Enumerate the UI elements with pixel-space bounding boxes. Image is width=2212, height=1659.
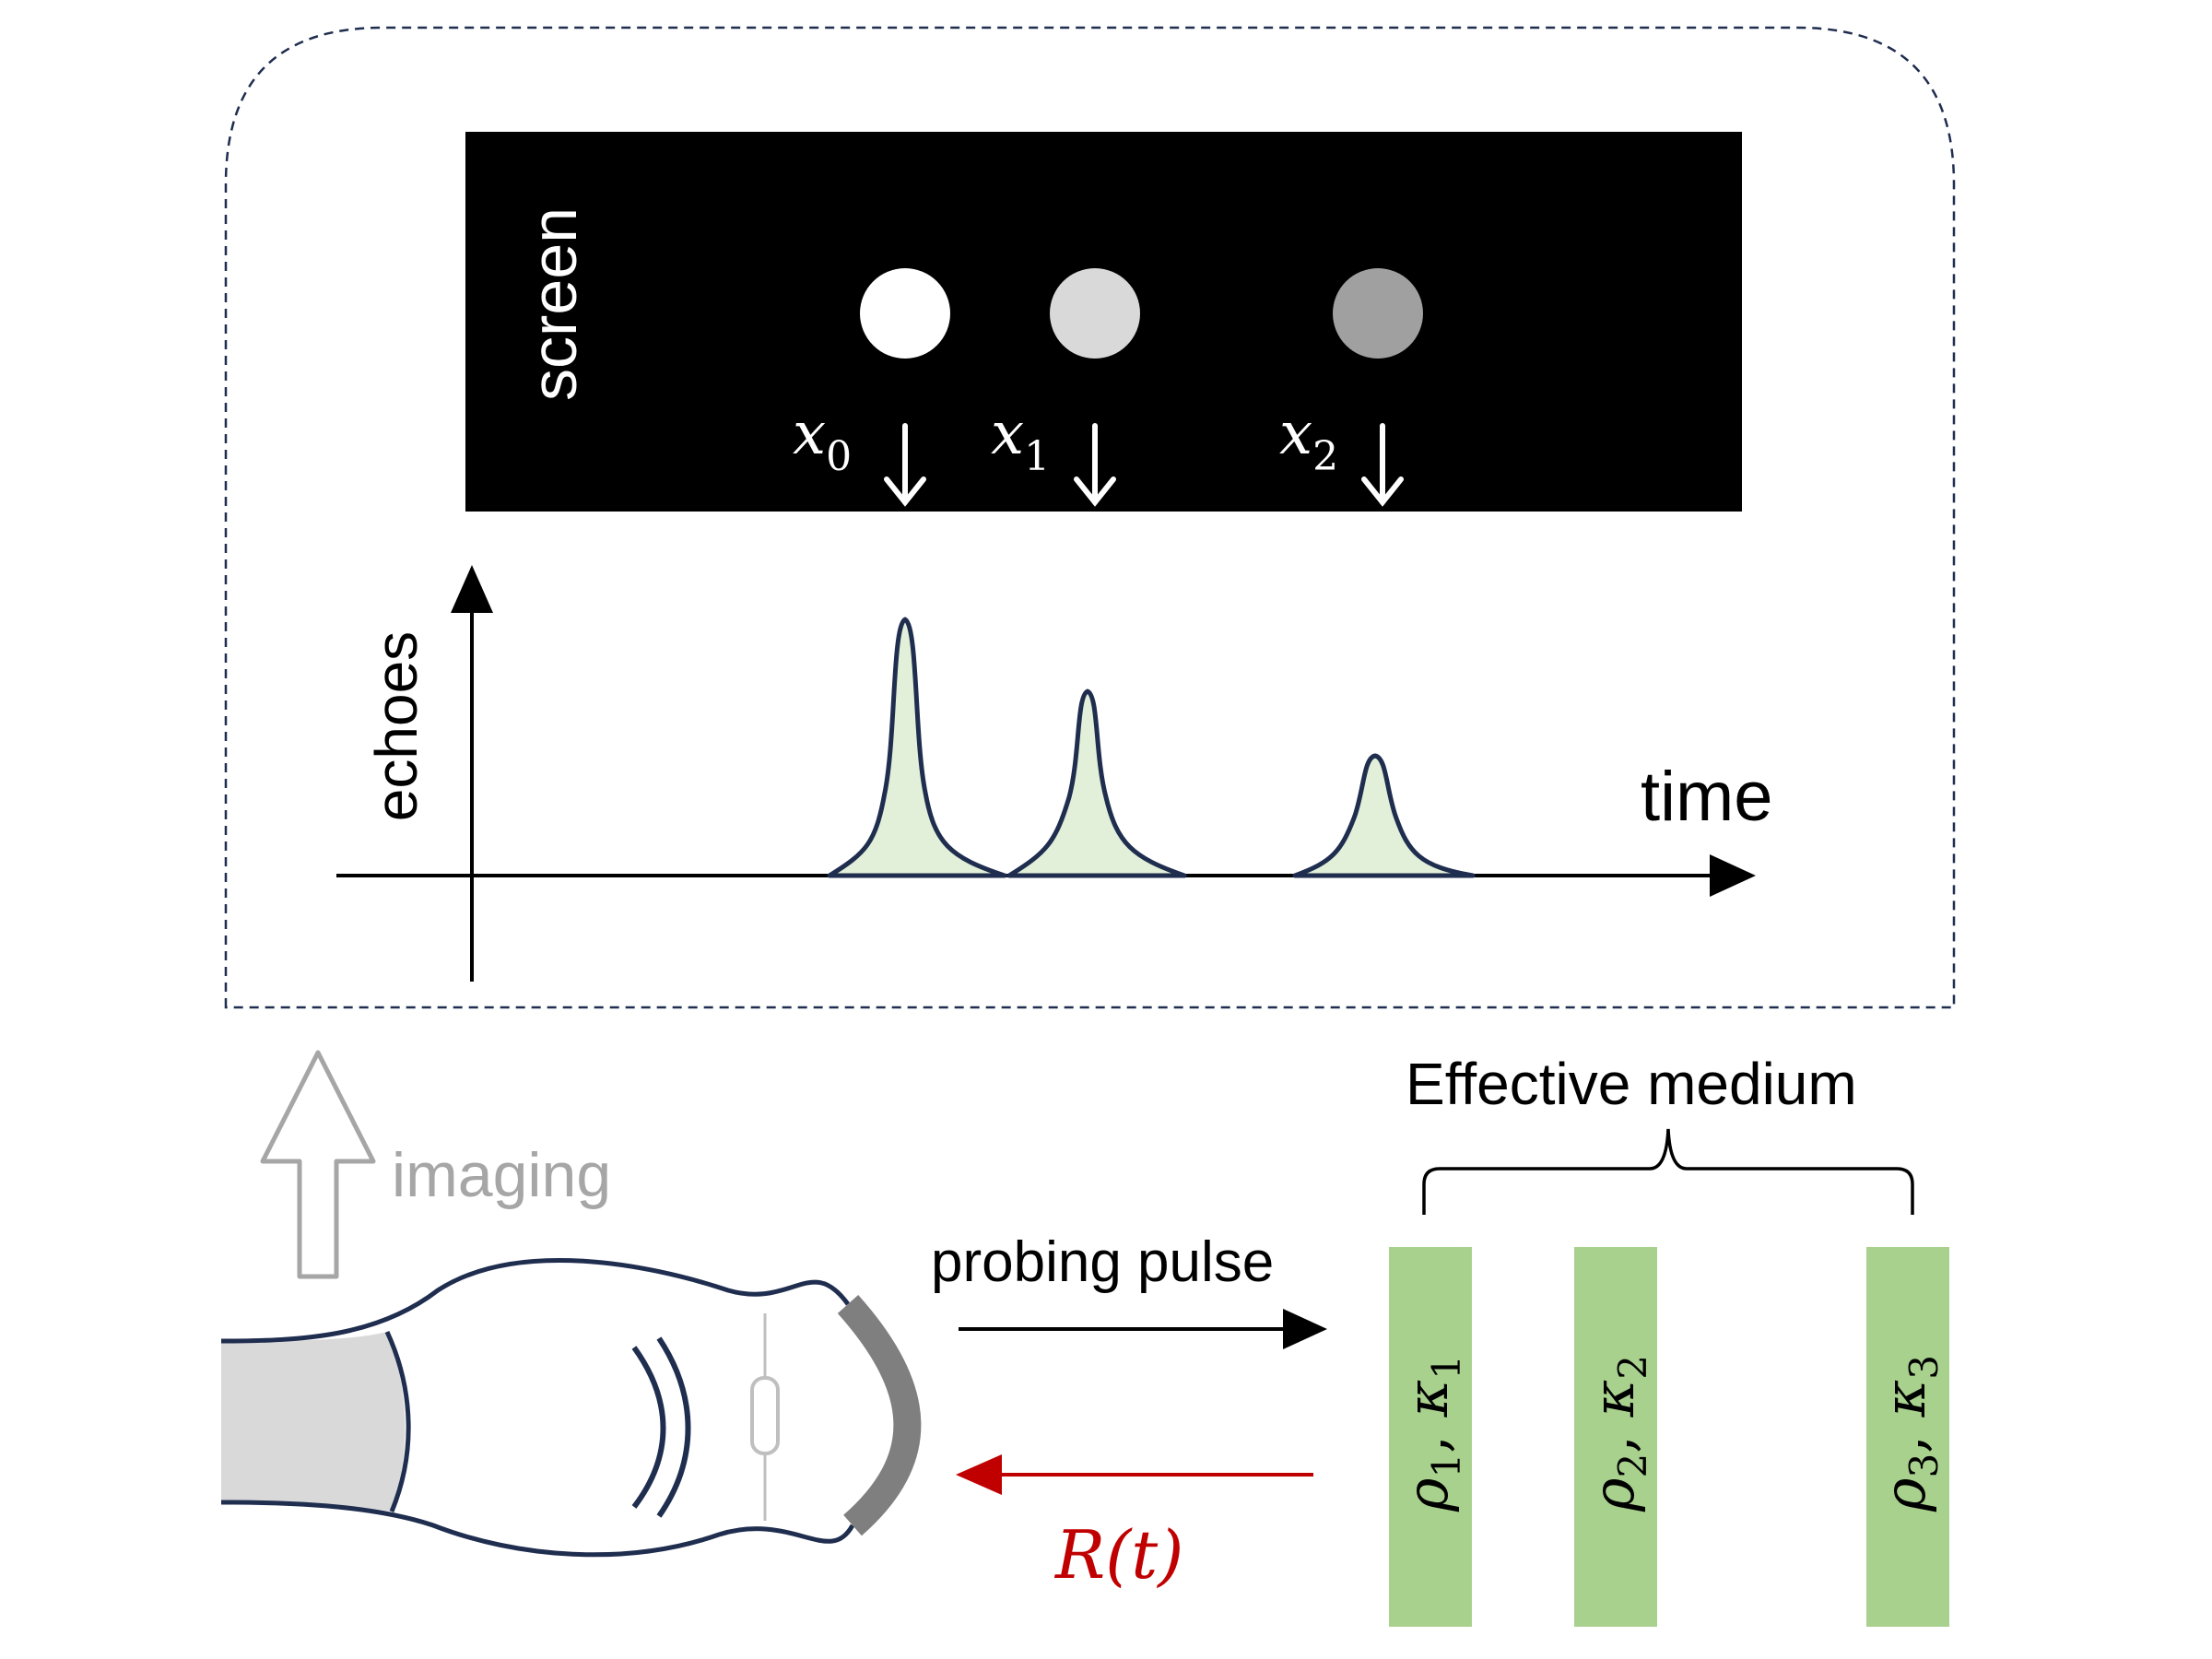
y-axis-label: echoes [363, 631, 429, 821]
pulse-label: probing pulse [931, 1230, 1274, 1294]
down-arrow-icon [884, 423, 926, 507]
echo-peak-x0 [827, 617, 1007, 878]
medium-layer-3 [1866, 1247, 1949, 1627]
dot-label-x0: x0 [793, 400, 852, 480]
x-axis-arrowhead [1710, 854, 1756, 897]
screen-dot-x0 [860, 268, 950, 359]
layer-2-params: ρ2, κ2 [1580, 1355, 1655, 1512]
medium-title: Effective medium [1406, 1051, 1857, 1117]
probe-transducer [220, 1257, 922, 1558]
medium-brace [1422, 1128, 1914, 1215]
dot-label-x1: x1 [991, 400, 1050, 480]
imaging-label: imaging [392, 1140, 611, 1210]
imaging-arrow-icon [260, 1050, 376, 1279]
pulse-arrowhead [1283, 1309, 1327, 1349]
screen-dot-x2 [1333, 268, 1423, 359]
layer-1-params: ρ1, κ1 [1394, 1355, 1469, 1512]
echo-peak-x2 [1292, 753, 1476, 878]
dashed-frame [224, 26, 1956, 1009]
dot-label-x2: x2 [1279, 400, 1338, 480]
y-axis-arrowhead [451, 565, 493, 613]
screen-dot-x1 [1050, 268, 1140, 359]
x-axis-label: time [1641, 758, 1773, 836]
response-label: R(t) [1053, 1516, 1183, 1594]
screen-label: screen [518, 207, 590, 401]
echo-peak-x1 [1006, 688, 1187, 878]
medium-layer-1 [1389, 1247, 1472, 1627]
down-arrow-icon [1074, 423, 1116, 507]
medium-layer-2 [1574, 1247, 1657, 1627]
response-arrowhead [956, 1454, 1002, 1495]
layer-3-params: ρ3, κ3 [1871, 1355, 1947, 1512]
down-arrow-icon [1361, 423, 1404, 507]
